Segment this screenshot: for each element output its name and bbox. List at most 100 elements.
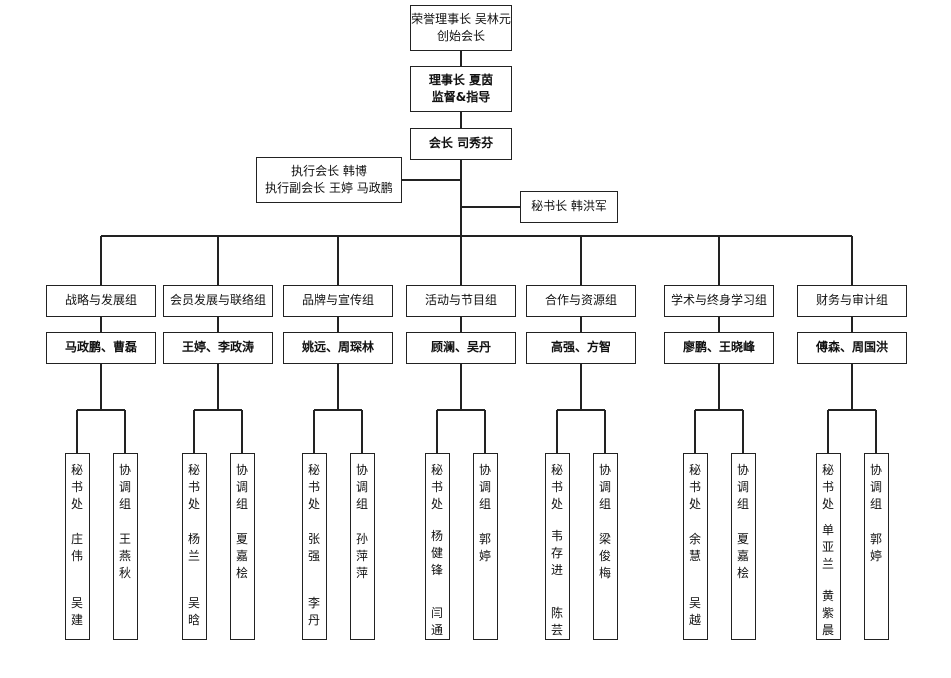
group-name: 品牌与宣传组 [301,293,374,308]
group-leaders: 王婷、李政涛 [181,340,254,355]
secretariat-member: 吴越 [689,595,701,629]
secretariat-member: 黄紫晨 [822,588,834,639]
coordination-title-char: 协 [118,463,131,477]
coordination-box: 协调组孙萍萍 [349,453,375,640]
secretariat-title-char: 处 [430,497,443,511]
secretariat-title-char: 处 [307,497,320,511]
coordination-title: 协调组 [356,462,368,513]
secretariat-box: 秘书处庄伟吴建 [64,453,90,640]
coordination-member-char: 夏 [235,532,248,546]
secretariat-member: 单亚兰 [822,522,834,573]
coordination-title-char: 组 [869,497,882,511]
coordination-title-char: 调 [118,480,131,494]
secretary-general-box: 秘书长 韩洪军 [520,191,618,223]
coordination-member-char: 王 [118,532,131,546]
secretariat-title: 秘书处 [551,462,563,513]
secretariat-member: 吴建 [71,595,83,629]
secretariat-member: 杨兰 [188,531,200,565]
secretariat-title-char: 秘 [430,463,443,477]
coordination-member-char: 萍 [355,566,368,580]
group-leaders-box: 马政鹏、曹磊 [46,332,156,364]
group-leaders-box: 廖鹏、王晓峰 [664,332,774,364]
secretariat-title-char: 书 [688,480,701,494]
coordination-member-char: 萍 [355,549,368,563]
secretariat-member-char: 存 [550,546,563,561]
coordination-title-char: 协 [736,463,749,477]
secretariat-member: 吴晗 [188,595,200,629]
coordination-title-char: 调 [235,480,248,494]
secretariat-member-char: 强 [307,549,320,563]
group-box: 学术与终身学习组 [664,285,774,317]
honorary-chair-box: 荣誉理事长 吴林元 创始会长 [410,5,512,51]
coordination-title-char: 组 [235,497,248,511]
secretariat-member-char: 通 [430,623,443,637]
group-name: 财务与审计组 [815,293,888,308]
secretariat-member-char: 李 [307,596,320,610]
coordination-member: 郭婷 [870,531,882,565]
secretariat-title-char: 处 [70,497,83,511]
coordination-member-char: 梁 [598,532,611,546]
secretariat-title-char: 秘 [70,463,83,477]
coordination-member-char: 桧 [235,566,248,580]
coordination-member: 梁俊梅 [599,531,611,582]
coordination-title-char: 调 [478,480,491,494]
secretariat-member-char: 韦 [550,529,563,544]
coordination-member-char: 桧 [736,566,749,580]
secretariat-member: 闫通 [431,605,443,639]
secretariat-title-char: 书 [821,480,834,494]
secretariat-member-char: 健 [430,546,443,561]
coordination-member-char: 夏 [736,532,749,546]
group-box: 活动与节目组 [406,285,516,317]
secretariat-title-char: 秘 [550,463,563,477]
coordination-title: 协调组 [737,462,749,513]
chair-title: 理事长 夏茵 [428,72,494,87]
secretariat-member-char: 黄 [821,589,834,603]
coordination-member: 王燕秋 [119,531,131,582]
coordination-member-char: 郭 [478,532,491,546]
coordination-title-char: 调 [355,480,368,494]
group-box: 合作与资源组 [526,285,636,317]
chair-box: 理事长 夏茵 监督&指导 [410,66,512,112]
secretariat-title: 秘书处 [431,462,443,513]
secretariat-title-char: 书 [187,480,200,494]
group-name: 活动与节目组 [424,293,497,308]
coordination-title-char: 组 [598,497,611,511]
group-name: 合作与资源组 [544,293,617,308]
group-leaders: 廖鹏、王晓峰 [682,340,755,355]
coordination-member-char: 秋 [118,566,131,580]
group-leaders: 傅森、周国洪 [815,340,888,355]
secretariat-title: 秘书处 [308,462,320,513]
secretariat-title-char: 处 [688,497,701,511]
secretariat-member-char: 兰 [821,557,834,571]
group-leaders: 顾澜、吴丹 [430,340,491,355]
secretariat-member: 张强 [308,531,320,565]
secretariat-title: 秘书处 [689,462,701,513]
secretariat-member: 陈芸 [551,605,563,639]
secretariat-title-char: 秘 [688,463,701,477]
secretariat-title-char: 秘 [307,463,320,477]
secretariat-member-char: 吴 [688,596,701,610]
group-name: 战略与发展组 [64,293,137,308]
secretariat-title: 秘书处 [188,462,200,513]
executive-box: 执行会长 韩博 执行副会长 王婷 马政鹏 [256,157,402,203]
group-leaders-box: 傅森、周国洪 [797,332,907,364]
president-box: 会长 司秀芬 [410,128,512,160]
coordination-title-char: 协 [478,463,491,477]
coordination-box: 协调组梁俊梅 [592,453,618,640]
secretariat-member-char: 紫 [821,606,834,620]
coordination-member-char: 燕 [118,549,131,563]
group-name: 学术与终身学习组 [670,293,767,308]
supervision-label: 监督&指导 [431,90,491,104]
coordination-title-char: 协 [598,463,611,477]
secretariat-box: 秘书处张强李丹 [301,453,327,640]
coordination-box: 协调组郭婷 [472,453,498,640]
secretariat-member-char: 闫 [430,606,443,620]
secretariat-member-char: 张 [307,532,320,546]
coordination-title: 协调组 [870,462,882,513]
secretariat-member-char: 锋 [430,563,443,578]
secretariat-member-char: 晗 [187,613,200,627]
coordination-title: 协调组 [599,462,611,513]
secretariat-member: 杨健锋 [431,528,443,579]
